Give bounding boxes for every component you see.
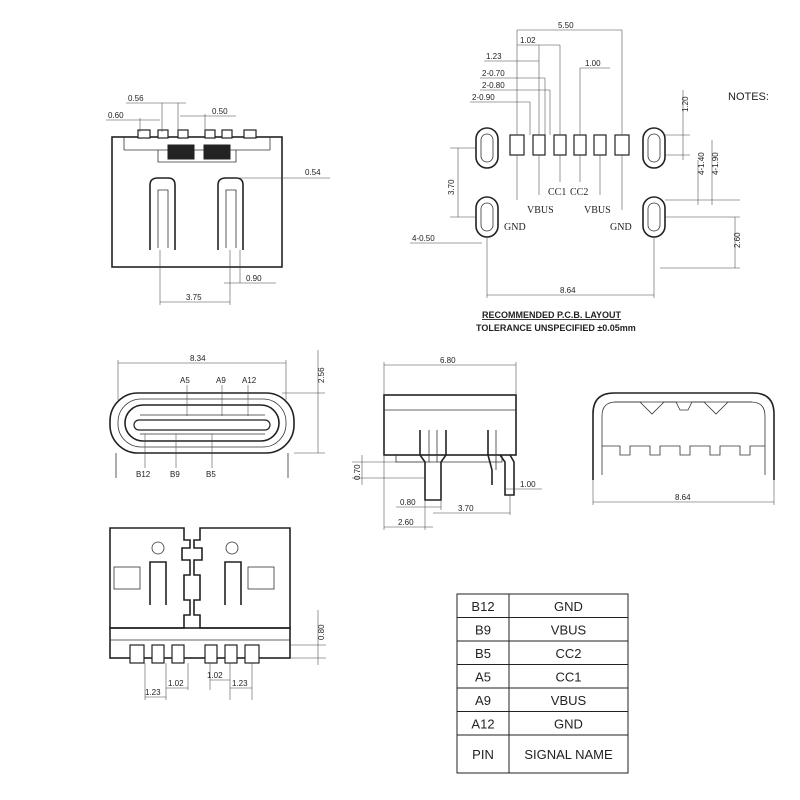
front-pin-label-b12: B12 [136, 470, 151, 479]
bottom-dim-102-right: 1.02 [207, 671, 223, 680]
bottom-view: 1.23 1.02 1.02 1.23 0.80 [109, 527, 326, 700]
pcb-caption-tolerance: TOLERANCE UNSPECIFIED ±0.05mm [476, 323, 636, 333]
table-pin-a9: A9 [475, 693, 491, 708]
top-dim-054: 0.54 [305, 168, 321, 177]
pcb-dim-123: 1.23 [486, 52, 502, 61]
table-signal-a9: VBUS [551, 693, 587, 708]
front-dim-256: 2.56 [317, 367, 326, 383]
table-signal-a12: GND [554, 716, 583, 731]
pcb-pad-label-gnd-2: GND [610, 222, 632, 233]
pcb-dim-4x140: 4-1.40 [697, 152, 706, 175]
pcb-pad-label-cc2: CC2 [570, 187, 588, 198]
table-signal-b9: VBUS [551, 622, 587, 637]
notes-label: NOTES: [728, 91, 769, 103]
table-header-signal: SIGNAL NAME [524, 747, 613, 762]
pcb-dim-2x070: 2-0.70 [482, 69, 505, 78]
table-header-signal-cell [508, 734, 629, 774]
table-header-pin-cell [456, 734, 510, 774]
front-view: A5 A9 A12 B12 B9 B5 8.34 2.56 [109, 350, 326, 479]
pcb-dim-4x190: 4-1.90 [711, 152, 720, 175]
pcb-pad-label-gnd-1: GND [504, 222, 526, 233]
top-view: 0.56 0.60 0.50 0.54 0.90 3.75 [106, 94, 330, 305]
top-dim-050: 0.50 [212, 107, 228, 116]
table-signal-b5: CC2 [555, 646, 581, 661]
pcb-dim-550: 5.50 [558, 21, 574, 30]
table-pin-b5: B5 [475, 646, 491, 661]
table-pin-a5: A5 [475, 669, 491, 684]
pcb-dim-102: 1.02 [520, 36, 536, 45]
front-pin-label-b5: B5 [206, 470, 216, 479]
table-pin-b12: B12 [471, 599, 494, 614]
top-dim-375: 3.75 [186, 293, 202, 302]
front-pin-label-a5: A5 [180, 376, 190, 385]
pcb-layout-view: GND VBUS CC1 CC2 VBUS GND 5.50 1.02 1.23… [410, 21, 742, 333]
front-pin-label-b9: B9 [170, 470, 180, 479]
pcb-dim-4x050: 4-0.50 [412, 234, 435, 243]
side-dim-370: 3.70 [458, 504, 474, 513]
front-dim-834: 8.34 [190, 354, 206, 363]
rear-view: 8.64 [592, 392, 775, 505]
side-dim-680: 6.80 [440, 356, 456, 365]
pcb-dim-120: 1.20 [681, 96, 690, 112]
top-dim-060: 0.60 [108, 111, 124, 120]
pcb-dim-370: 3.70 [447, 179, 456, 195]
pcb-dim-864: 8.64 [560, 286, 576, 295]
table-pin-b9: B9 [475, 622, 491, 637]
pcb-pad-label-cc1: CC1 [548, 187, 566, 198]
top-dim-056: 0.56 [128, 94, 144, 103]
side-view: 6.80 0.70 0.80 3.70 1.00 2.60 [352, 356, 542, 530]
side-dim-080: 0.80 [400, 498, 416, 507]
pcb-dim-2x090: 2-0.90 [472, 93, 495, 102]
pcb-dim-100: 1.00 [585, 59, 601, 68]
table-header-pin: PIN [472, 747, 494, 762]
pcb-pad-label-vbus-2: VBUS [584, 205, 611, 216]
table-signal-a5: CC1 [555, 669, 581, 684]
pcb-dim-2x080: 2-0.80 [482, 81, 505, 90]
front-pin-label-a9: A9 [216, 376, 226, 385]
side-dim-100: 1.00 [520, 480, 536, 489]
bottom-dim-102-left: 1.02 [168, 679, 184, 688]
front-pin-label-a12: A12 [242, 376, 257, 385]
side-dim-260: 2.60 [398, 518, 414, 527]
bottom-dim-123-left: 1.23 [145, 688, 161, 697]
top-dim-090: 0.90 [246, 274, 262, 283]
pcb-dim-260: 2.60 [733, 232, 742, 248]
table-pin-a12: A12 [471, 716, 494, 731]
bottom-dim-080: 0.80 [317, 624, 326, 640]
pcb-pad-label-vbus-1: VBUS [527, 205, 554, 216]
side-dim-070: 0.70 [353, 464, 362, 480]
table-signal-b12: GND [554, 599, 583, 614]
bottom-dim-123-right: 1.23 [232, 679, 248, 688]
rear-dim-864: 8.64 [675, 493, 691, 502]
pcb-caption-title: RECOMMENDED P.C.B. LAYOUT [482, 310, 622, 320]
